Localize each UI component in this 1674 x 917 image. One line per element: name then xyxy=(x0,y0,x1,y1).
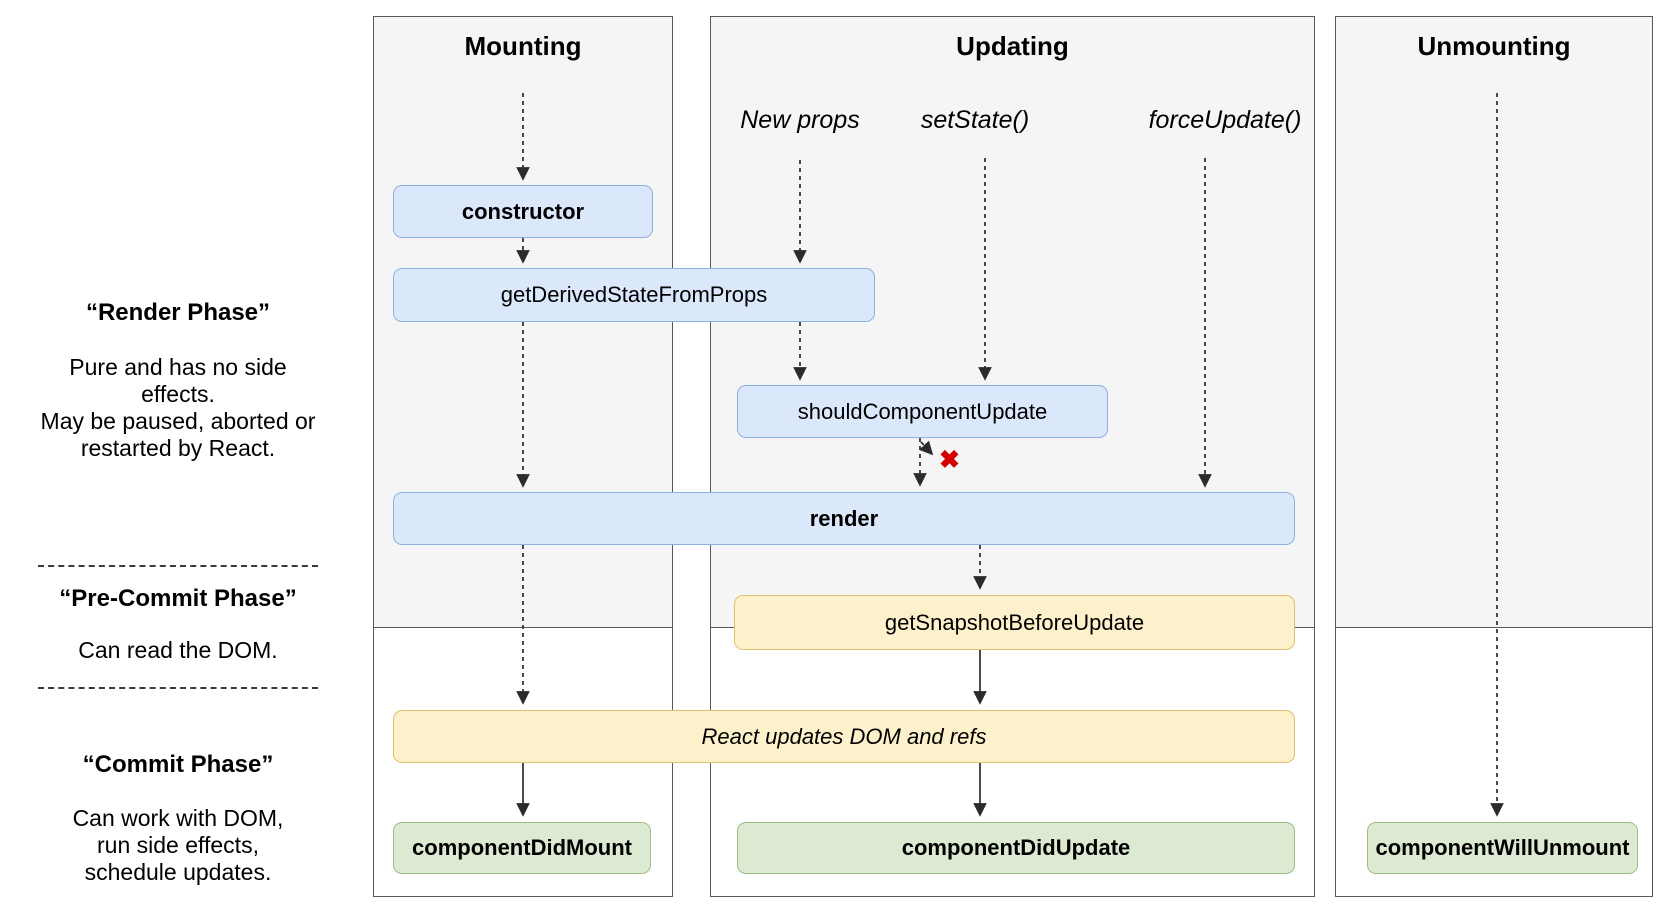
phase-separator xyxy=(38,565,318,567)
node-component-did-mount: componentDidMount xyxy=(393,822,651,874)
node-get-derived-state-from-props: getDerivedStateFromProps xyxy=(393,268,875,322)
render-phase-line: May be paused, aborted or xyxy=(40,408,316,434)
commit-phase-line: schedule updates. xyxy=(84,859,272,885)
render-phase-line: restarted by React. xyxy=(80,435,276,461)
column-title-updating: Updating xyxy=(956,31,1069,61)
render-phase-title: “Render Phase” xyxy=(85,299,271,326)
phase-separator xyxy=(38,687,318,689)
column-unmounting: Unmounting xyxy=(1335,16,1653,897)
render-phase-shading xyxy=(1336,17,1652,628)
update-aborted-x-icon: ✖ xyxy=(939,446,960,474)
column-updating: Updating xyxy=(710,16,1315,897)
pre-commit-phase-title: “Pre-Commit Phase” xyxy=(59,585,297,612)
event-force-update: forceUpdate() xyxy=(1148,106,1302,134)
event-new-props: New props xyxy=(740,106,860,134)
node-react-updates-dom-and-refs: React updates DOM and refs xyxy=(393,710,1295,763)
commit-phase-line: run side effects, xyxy=(97,832,259,858)
column-title-mounting: Mounting xyxy=(464,31,582,61)
pre-commit-phase-description: Can read the DOM. xyxy=(38,637,318,664)
node-component-will-unmount: componentWillUnmount xyxy=(1367,822,1638,874)
column-title-unmounting: Unmounting xyxy=(1417,31,1571,61)
node-constructor: constructor xyxy=(393,185,653,238)
commit-phase-title: “Commit Phase” xyxy=(82,751,274,778)
commit-phase-line: Can work with DOM, xyxy=(72,805,284,831)
column-mounting: Mounting xyxy=(373,16,673,897)
render-phase-description: Pure and has no side effects. May be pau… xyxy=(38,354,318,462)
node-should-component-update: shouldComponentUpdate xyxy=(737,385,1108,438)
node-get-snapshot-before-update: getSnapshotBeforeUpdate xyxy=(734,595,1295,650)
pre-commit-phase-line: Can read the DOM. xyxy=(78,637,278,663)
node-component-did-update: componentDidUpdate xyxy=(737,822,1295,874)
node-render: render xyxy=(393,492,1295,545)
event-set-state: setState() xyxy=(920,106,1030,134)
render-phase-line: Pure and has no side effects. xyxy=(69,354,287,407)
commit-phase-description: Can work with DOM, run side effects, sch… xyxy=(38,805,318,886)
